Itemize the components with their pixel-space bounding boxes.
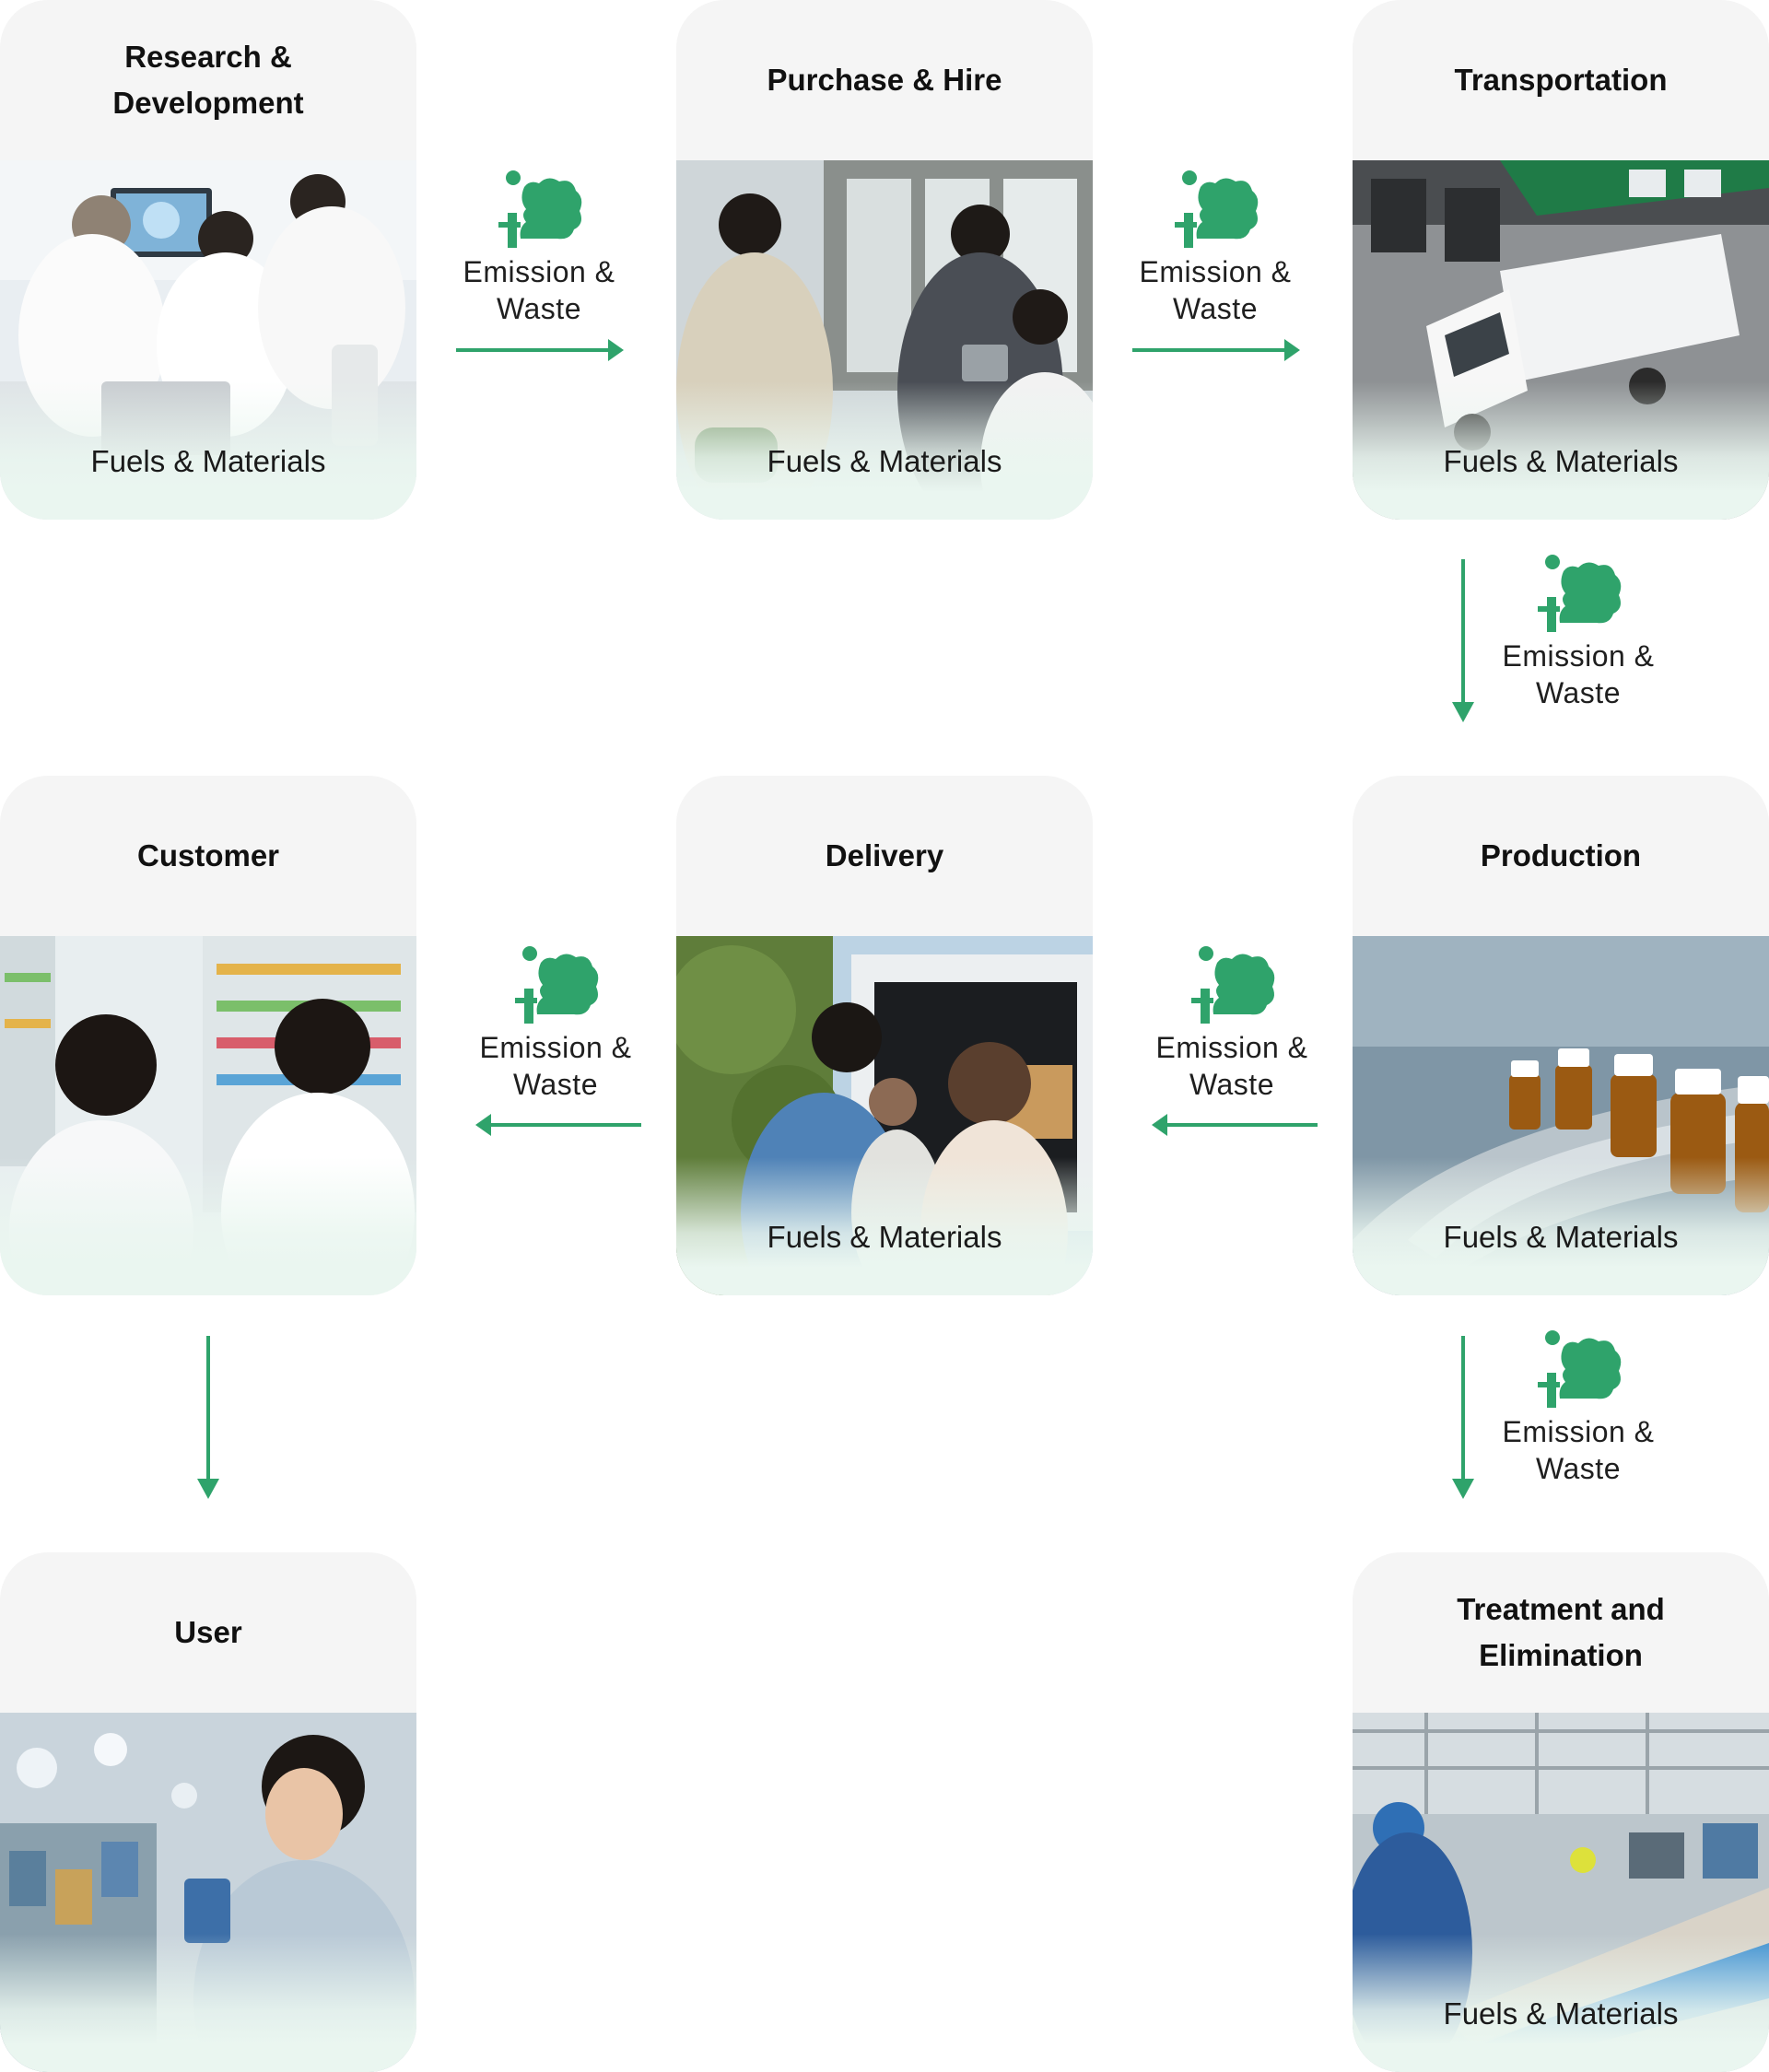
stage-footer: Fuels & Materials xyxy=(1443,1220,1679,1254)
arrow-left xyxy=(1152,1114,1318,1136)
photo-fade xyxy=(0,1934,416,2072)
stage-title: User xyxy=(174,1615,242,1649)
stage-footer: Fuels & Materials xyxy=(767,444,1002,478)
emission-waste-icon xyxy=(510,946,602,1029)
emission-waste-icon xyxy=(1532,555,1624,638)
stage-card-user: User xyxy=(0,1552,416,2072)
photo-fade xyxy=(1353,1934,1769,2072)
flow-label: Emission &Waste xyxy=(479,1031,632,1101)
stage-title: Research &Development xyxy=(112,40,304,120)
waste-sorting-photo xyxy=(1353,1713,1769,2072)
stage-card-customer: Customer xyxy=(0,776,416,1295)
flow-label: Emission &Waste xyxy=(1139,255,1292,325)
truck-unloading-photo xyxy=(676,936,1093,1295)
business-handshake-photo xyxy=(676,160,1093,520)
emission-waste-icon xyxy=(1169,170,1261,253)
stage-card-research: Research &Development Fuels & Materials xyxy=(0,0,416,520)
photo-fade xyxy=(0,381,416,520)
photo-fade xyxy=(0,1157,416,1295)
photo-fade xyxy=(1353,381,1769,520)
pharmacists-photo xyxy=(0,936,416,1295)
stage-card-purchase: Purchase & Hire Fuels & Materials xyxy=(676,0,1093,520)
stage-footer: Fuels & Materials xyxy=(90,444,326,478)
photo-fade xyxy=(1353,1157,1769,1295)
arrow-left xyxy=(475,1114,641,1136)
stage-card-production: Production Fuels & Materials xyxy=(1353,776,1769,1295)
delivery-truck-photo xyxy=(1353,160,1769,520)
stage-card-delivery: Delivery Fuels & Materials xyxy=(676,776,1093,1295)
arrow-down xyxy=(1452,559,1474,722)
stage-title: Production xyxy=(1480,838,1642,872)
photo-fade xyxy=(676,381,1093,520)
stage-title: Delivery xyxy=(825,838,944,872)
flow-label: Emission &Waste xyxy=(1502,1415,1655,1485)
lab-scientists-photo xyxy=(0,160,416,520)
flow-purchase-to-transport: Emission &Waste xyxy=(1119,170,1312,327)
flow-delivery-to-customer: Emission &Waste xyxy=(459,946,652,1103)
arrow-down xyxy=(197,1336,219,1499)
flow-transport-to-production: Emission &Waste xyxy=(1482,555,1675,711)
flow-production-to-delivery: Emission &Waste xyxy=(1135,946,1329,1103)
emission-waste-icon xyxy=(1186,946,1278,1029)
stage-footer: Fuels & Materials xyxy=(1443,444,1679,478)
arrow-down xyxy=(1452,1336,1474,1499)
photo-fade xyxy=(676,1157,1093,1295)
arrow-right xyxy=(456,339,624,361)
stage-card-transport: Transportation Fuels & Materials xyxy=(1353,0,1769,520)
bottle-conveyor-photo xyxy=(1353,936,1769,1295)
flow-production-to-treatment: Emission &Waste xyxy=(1482,1330,1675,1487)
emission-waste-icon xyxy=(493,170,585,253)
arrow-right xyxy=(1132,339,1300,361)
flow-label: Emission &Waste xyxy=(1502,639,1655,709)
flow-label: Emission &Waste xyxy=(1155,1031,1308,1101)
shopper-phone-photo xyxy=(0,1713,416,2072)
emission-waste-icon xyxy=(1532,1330,1624,1413)
stage-footer: Fuels & Materials xyxy=(767,1220,1002,1254)
stage-title: Transportation xyxy=(1454,63,1668,97)
stage-title: Purchase & Hire xyxy=(767,63,1002,97)
stage-title: Customer xyxy=(136,838,280,872)
flow-label: Emission &Waste xyxy=(463,255,615,325)
stage-footer: Fuels & Materials xyxy=(1443,1996,1679,2031)
flow-research-to-purchase: Emission &Waste xyxy=(442,170,636,327)
